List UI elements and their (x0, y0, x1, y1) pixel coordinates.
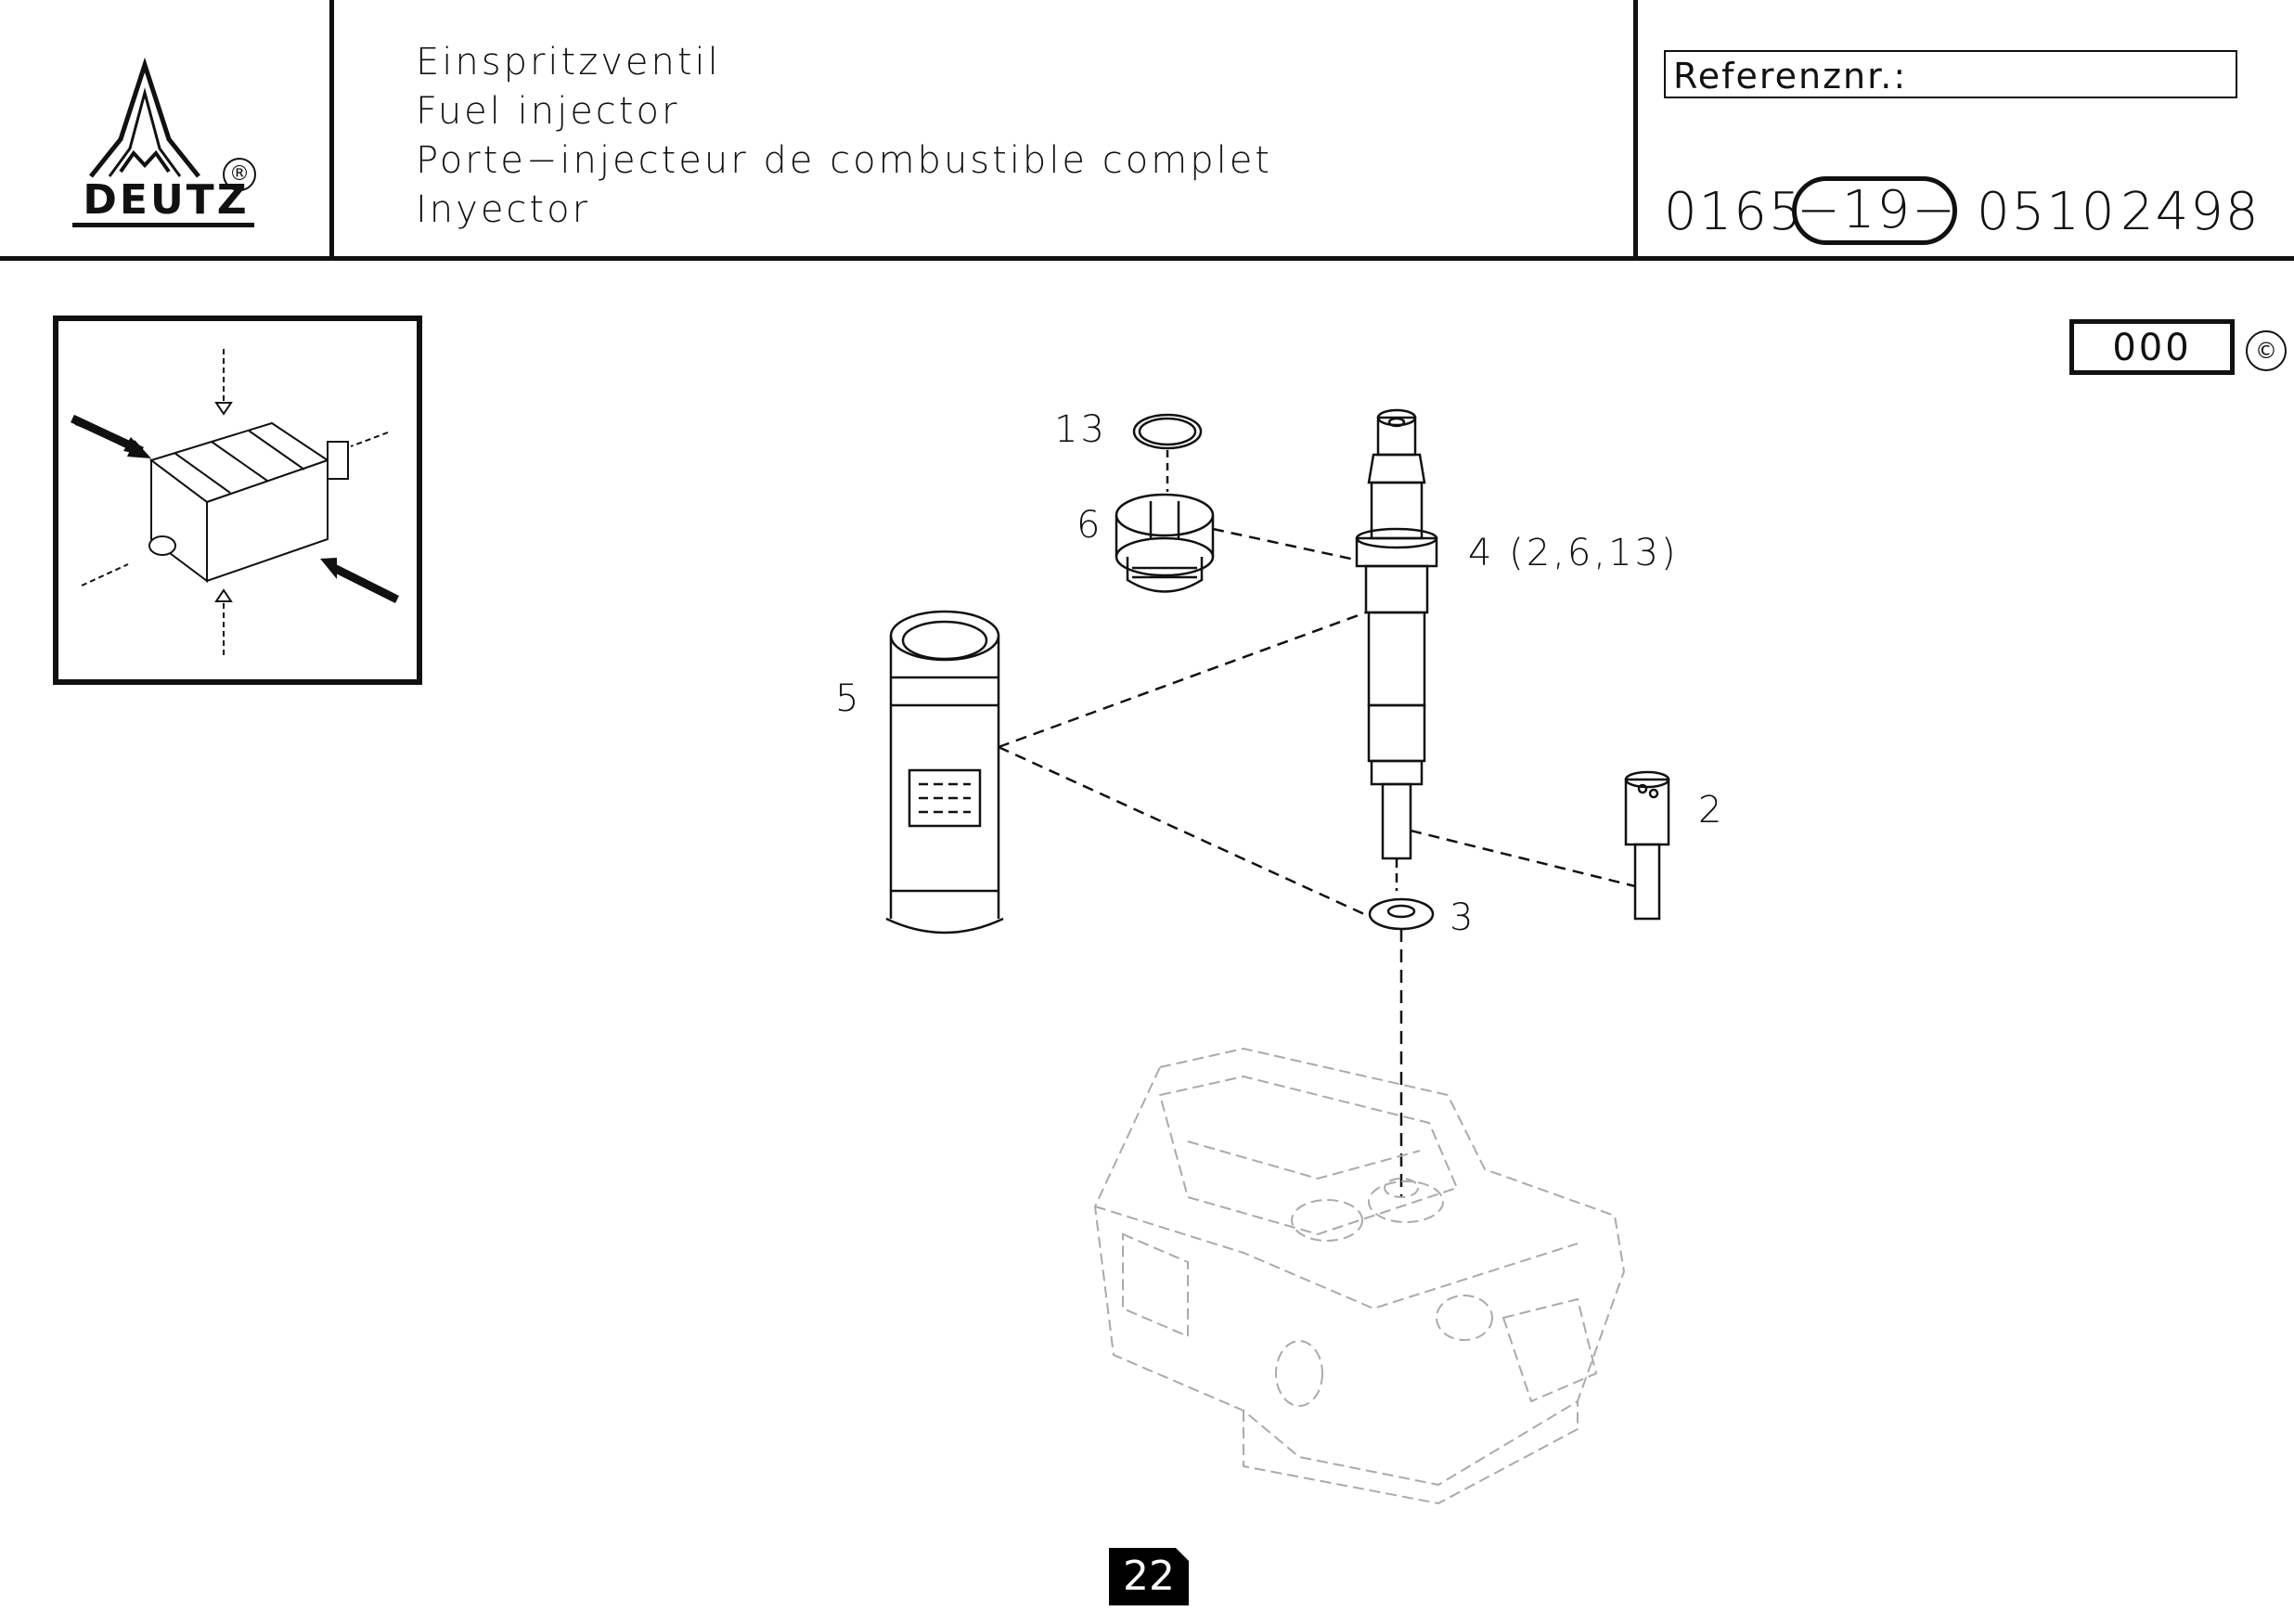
callout-2: 2 (1698, 789, 1725, 831)
logo-separator (329, 0, 334, 261)
page-number-badge: 22 (1109, 1548, 1189, 1605)
copyright-mark: © (2246, 330, 2287, 371)
title-english: Fuel injector (416, 90, 680, 133)
deutz-logo: ® DEUTZ (56, 37, 269, 241)
reference-separator (1633, 0, 1638, 261)
orientation-inset (53, 316, 422, 685)
callout-4: 4 (2,6,13) (1468, 532, 1679, 574)
engine-orientation-icon (71, 349, 400, 655)
header-divider (0, 256, 2294, 261)
title-spanish: Inyector (416, 188, 591, 231)
deutz-tower-icon (89, 57, 200, 178)
reference-label-box: Referenznr.: (1664, 50, 2237, 98)
registered-mark: ® (223, 158, 256, 191)
callout-13: 13 (1054, 408, 1107, 451)
version-code-box: 000 (2069, 319, 2235, 375)
title-french: Porte−injecteur de combustible complet (416, 139, 1272, 182)
washer-part (1368, 897, 1435, 931)
callout-3: 3 (1450, 896, 1476, 939)
grease-can-part (885, 610, 1004, 934)
brand-name: DEUTZ (83, 176, 250, 224)
nozzle-part (1624, 770, 1670, 921)
reference-part-4: 2498 (2120, 182, 2261, 242)
brand-underline (72, 223, 254, 227)
reference-part-3: 0510 (1977, 182, 2117, 242)
reference-part-2-circled: −19− (1792, 176, 1957, 245)
callout-5: 5 (835, 677, 862, 720)
cylinder-head-phantom (1093, 1047, 1626, 1505)
fuel-injector-part (1355, 408, 1438, 891)
clamp-nut-part (1115, 493, 1215, 593)
o-ring-part (1132, 413, 1203, 450)
title-german: Einspritzventil (416, 41, 721, 84)
reference-part-1: 0165 (1664, 182, 1804, 242)
callout-6: 6 (1076, 504, 1103, 547)
